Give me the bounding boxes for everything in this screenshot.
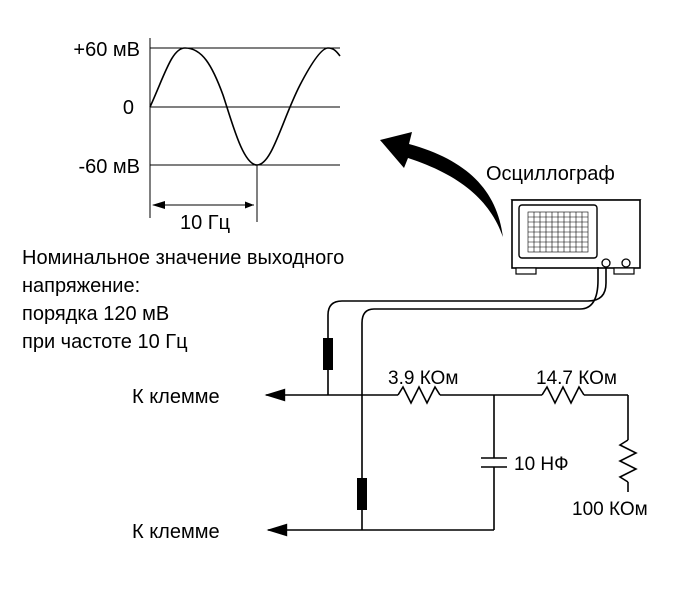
probe-tip-bottom bbox=[357, 478, 367, 510]
scope-knob bbox=[621, 258, 631, 268]
scope-input-jack bbox=[601, 258, 611, 268]
capacitor-label: 10 НФ bbox=[514, 454, 569, 475]
scope-foot-left bbox=[515, 267, 537, 275]
resistor-r2 bbox=[541, 385, 585, 405]
label-period: 10 Гц bbox=[180, 212, 230, 234]
terminal-bottom-label: К клемме bbox=[132, 521, 220, 543]
curved-arrow-shape bbox=[380, 132, 503, 237]
label-minus-60: -60 мВ bbox=[78, 156, 140, 178]
note-line-2: напряжение: bbox=[22, 275, 140, 297]
probe-wire-inner bbox=[361, 267, 599, 530]
label-zero: 0 bbox=[123, 97, 134, 119]
probe-cable bbox=[323, 267, 607, 530]
circuit bbox=[264, 385, 638, 537]
resistor-r3 bbox=[618, 439, 638, 483]
label-plus-60: +60 мВ bbox=[73, 39, 140, 61]
r2-label: 14.7 КОм bbox=[536, 368, 617, 389]
note-line-4: при частоте 10 Гц bbox=[22, 331, 188, 353]
oscilloscope-title: Осциллограф bbox=[486, 163, 615, 185]
curved-arrow bbox=[380, 132, 503, 237]
note-line-1: Номинальное значение выходного bbox=[22, 247, 344, 269]
note-line-3: порядка 120 мВ bbox=[22, 303, 169, 325]
oscilloscope bbox=[510, 199, 642, 275]
waveform: +60 мВ 0 -60 мВ 10 Гц bbox=[73, 38, 341, 234]
probe-tip-top bbox=[323, 338, 333, 370]
sine-wave bbox=[149, 47, 341, 166]
resistor-r1 bbox=[397, 385, 441, 405]
scope-foot-right bbox=[613, 267, 635, 275]
r3-label: 100 КОм bbox=[572, 499, 648, 520]
scope-screen-grid bbox=[527, 211, 589, 253]
r1-label: 3.9 КОм bbox=[388, 368, 458, 389]
terminal-top-label: К клемме bbox=[132, 386, 220, 408]
note: Номинальное значение выходного напряжени… bbox=[22, 247, 344, 353]
probe-wire-outer bbox=[327, 267, 607, 395]
